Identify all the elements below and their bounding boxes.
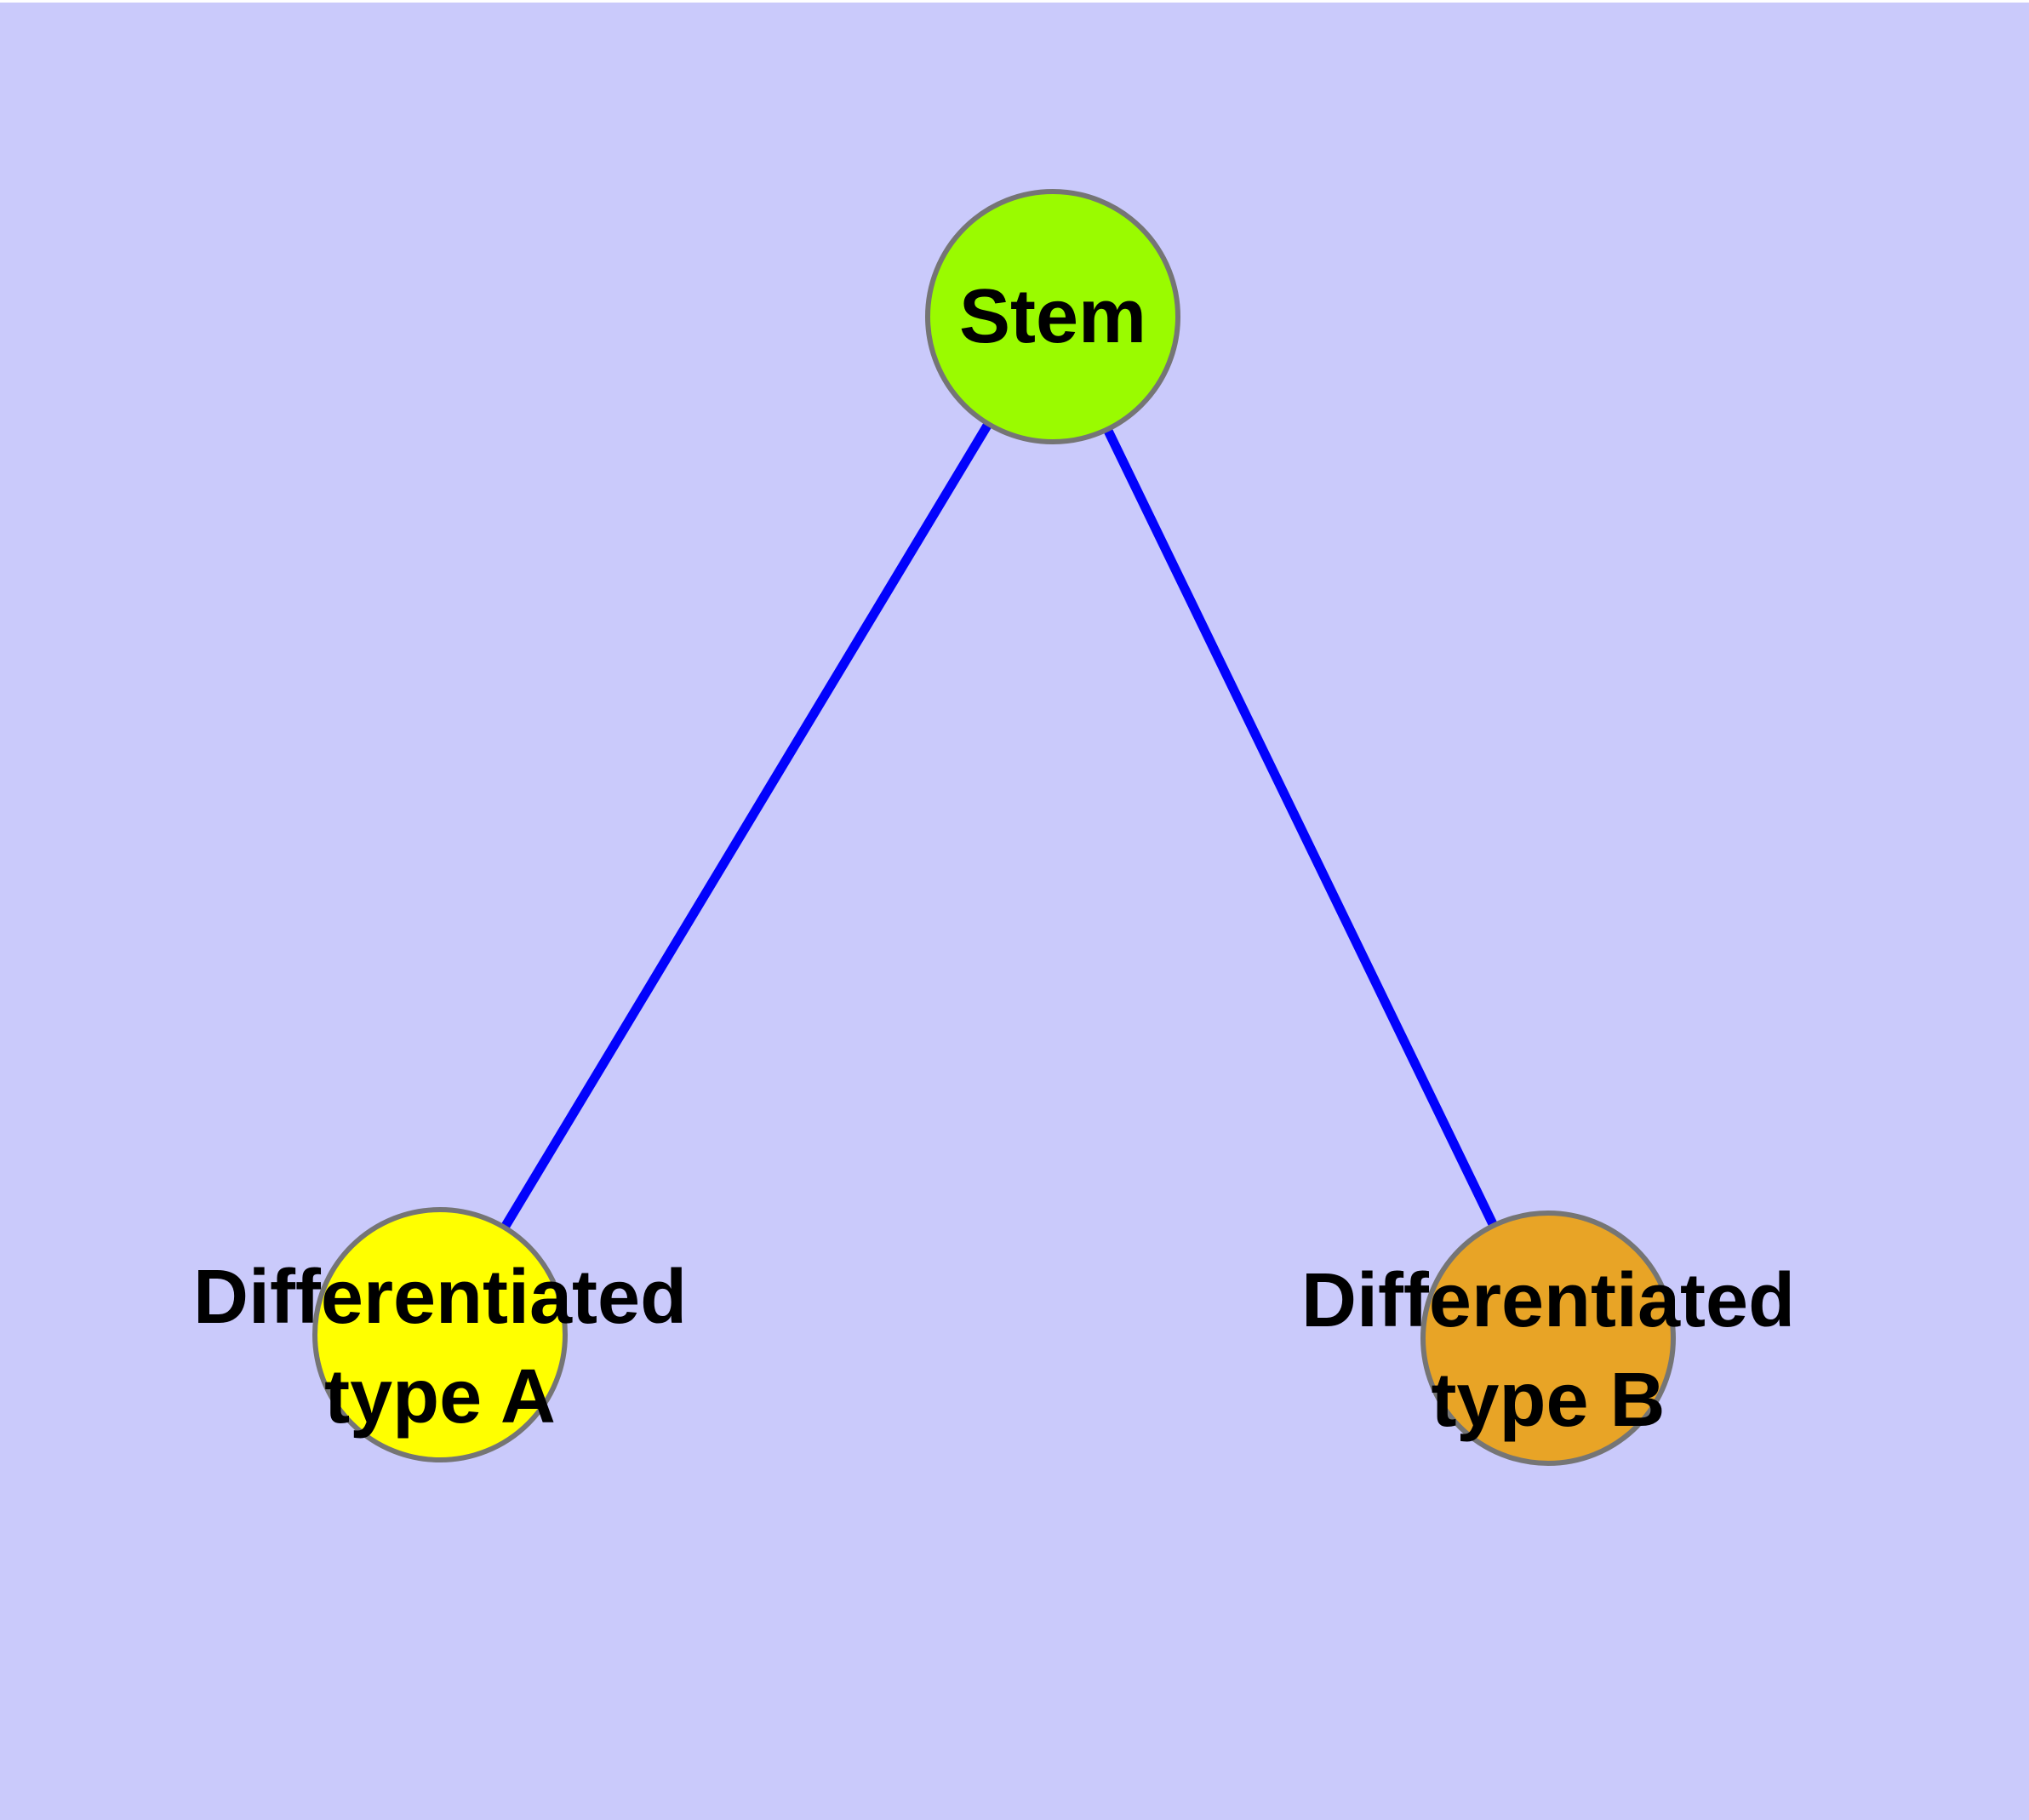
node-differentiated-type-b-label: Differentiated type B	[1301, 1251, 1795, 1451]
top-margin-strip	[0, 0, 2029, 3]
label-line: Differentiated	[1300, 1258, 1796, 1343]
label-line: Differentiated	[192, 1255, 688, 1340]
node-differentiated-type-a-label: Differentiated type A	[193, 1248, 687, 1447]
node-stem-label: Stem	[958, 274, 1147, 359]
label-line: type B	[1431, 1358, 1666, 1443]
node-stem: Stem	[925, 189, 1180, 444]
edge-stem-to-type-b	[1049, 314, 1552, 1341]
edge-stem-to-type-a	[436, 314, 1057, 1337]
node-differentiated-type-b	[1420, 1210, 1676, 1466]
node-differentiated-type-a	[312, 1207, 568, 1462]
label-line: type A	[324, 1354, 556, 1439]
